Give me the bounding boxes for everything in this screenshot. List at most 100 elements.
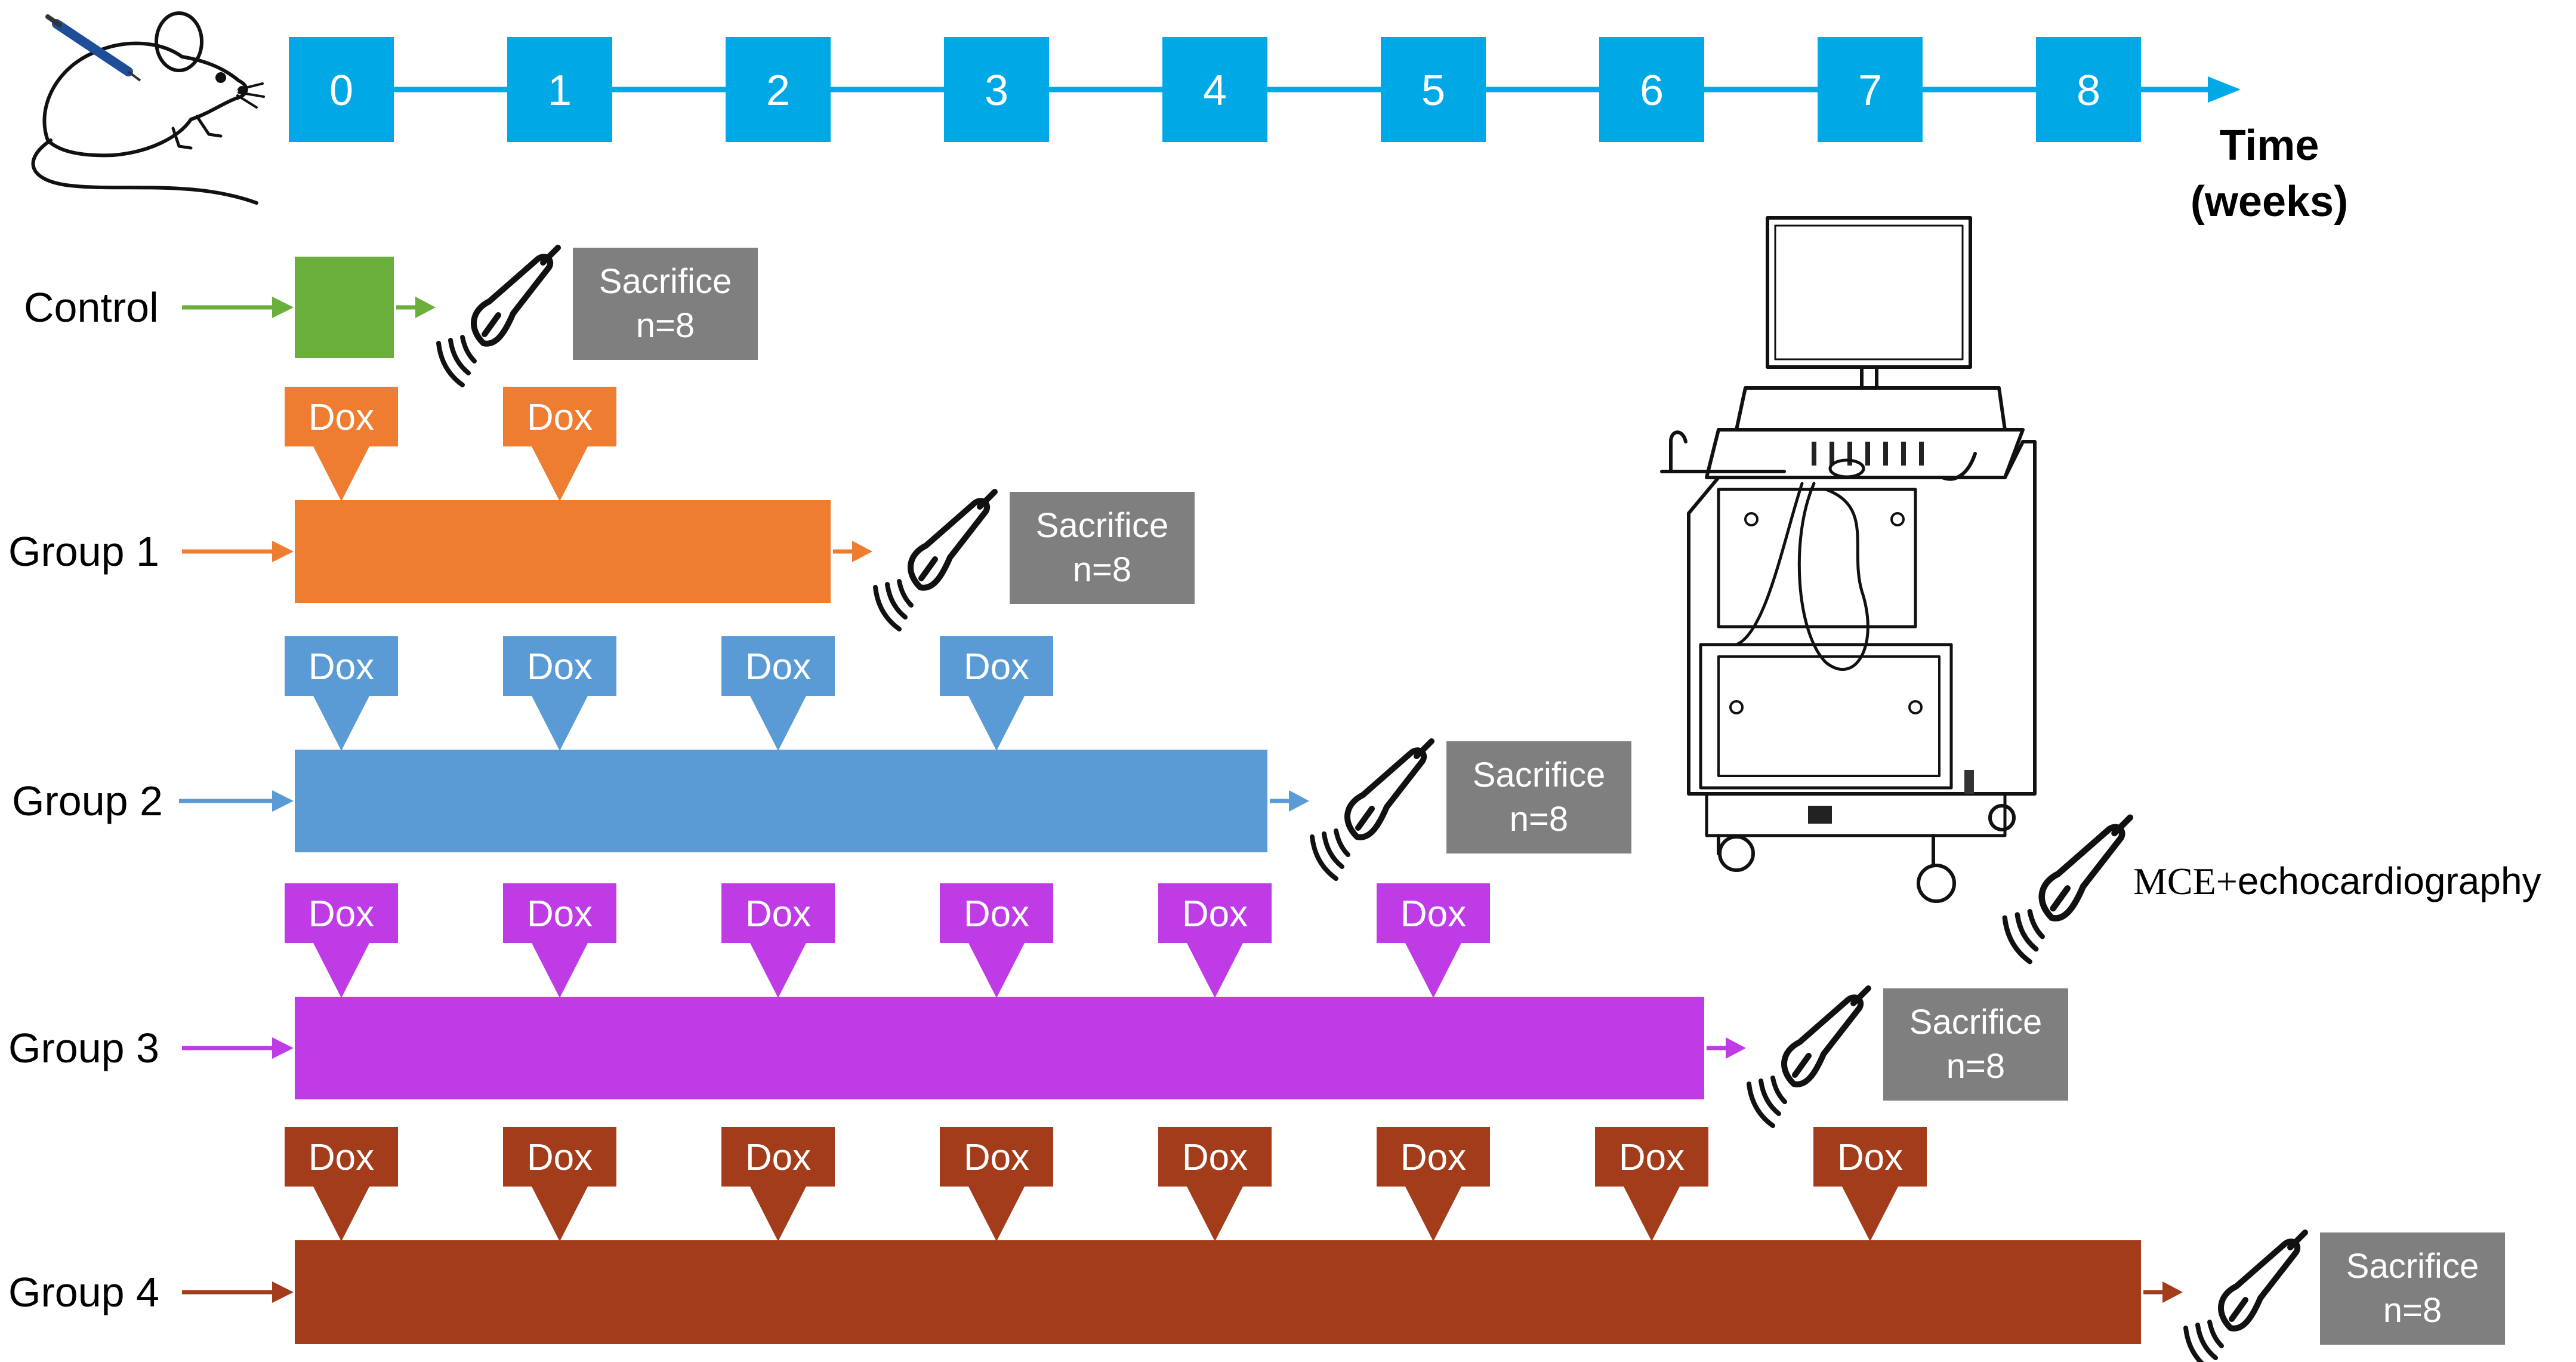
dox-marker: Dox bbox=[1377, 1127, 1490, 1241]
dox-label: Dox bbox=[964, 646, 1029, 688]
timeline-week-0: 0 bbox=[289, 37, 394, 142]
dox-label: Dox bbox=[1400, 1137, 1466, 1178]
dox-marker-pointer bbox=[313, 942, 370, 998]
group-label: Group 1 bbox=[8, 528, 159, 575]
dox-label: Dox bbox=[1182, 1137, 1248, 1178]
dox-marker: Dox bbox=[940, 636, 1053, 751]
week-box bbox=[944, 37, 1049, 142]
timeline-arrowhead bbox=[2208, 76, 2241, 103]
dox-marker-pointer bbox=[313, 1185, 370, 1241]
dox-marker: Dox bbox=[503, 883, 616, 998]
dox-marker: Dox bbox=[940, 1127, 1053, 1241]
dox-marker: Dox bbox=[503, 1127, 616, 1241]
dox-marker-pointer bbox=[531, 445, 588, 501]
treatment-bar bbox=[295, 997, 1704, 1099]
week-box bbox=[2036, 37, 2141, 142]
ultrasound-probe-icon bbox=[439, 248, 558, 385]
week-number: 2 bbox=[766, 67, 790, 115]
dox-label: Dox bbox=[308, 646, 374, 688]
dox-label: Dox bbox=[745, 646, 811, 688]
week-box bbox=[507, 37, 612, 142]
dox-marker-box bbox=[721, 636, 835, 696]
dox-label: Dox bbox=[527, 1137, 593, 1178]
dox-marker-pointer bbox=[1623, 1185, 1680, 1241]
dox-marker-box bbox=[285, 1127, 398, 1187]
treatment-bar bbox=[295, 750, 1267, 852]
dox-label: Dox bbox=[745, 1137, 811, 1178]
dox-label: Dox bbox=[308, 893, 374, 935]
dox-marker-box bbox=[503, 1127, 616, 1187]
sample-size-label: n=8 bbox=[2383, 1291, 2442, 1330]
dox-label: Dox bbox=[308, 397, 374, 438]
sacrifice-label: Sacrifice bbox=[1473, 756, 1605, 794]
sacrifice-box-bg bbox=[1010, 492, 1195, 604]
treatment-bar bbox=[295, 1240, 2141, 1344]
dox-marker: Dox bbox=[285, 636, 398, 751]
ultrasound-machine-icon bbox=[1660, 216, 2037, 903]
dox-marker-pointer bbox=[531, 695, 588, 751]
dox-label: Dox bbox=[308, 1137, 374, 1178]
mce-echocardiography-label: MCE+echocardiography bbox=[2133, 859, 2541, 902]
group-label: Control bbox=[24, 284, 159, 331]
sacrifice-label: Sacrifice bbox=[1036, 506, 1168, 545]
dox-marker: Dox bbox=[1595, 1127, 1708, 1241]
dox-label: Dox bbox=[964, 1137, 1029, 1178]
entry-arrowhead bbox=[272, 790, 294, 812]
dox-marker-pointer bbox=[968, 695, 1025, 751]
dox-marker: Dox bbox=[1377, 883, 1490, 998]
week-box bbox=[289, 37, 394, 142]
dox-marker-box bbox=[503, 883, 616, 943]
timeline-week-2: 2 bbox=[726, 37, 831, 142]
week-number: 5 bbox=[1421, 67, 1445, 115]
dox-marker-pointer bbox=[749, 695, 807, 751]
dox-marker-box bbox=[1377, 1127, 1490, 1187]
dox-marker-pointer bbox=[313, 695, 370, 751]
dox-label: Dox bbox=[527, 646, 593, 688]
dox-marker-pointer bbox=[749, 1185, 807, 1241]
sample-size-label: n=8 bbox=[1510, 800, 1568, 839]
sacrifice-box: Sacrifice n=8 bbox=[1446, 741, 1631, 853]
sacrifice-label: Sacrifice bbox=[2346, 1247, 2479, 1286]
dox-marker: Dox bbox=[721, 1127, 835, 1241]
dox-marker-box bbox=[503, 387, 616, 446]
dox-marker-box bbox=[721, 883, 835, 943]
dox-label: Dox bbox=[1182, 893, 1248, 935]
dox-label: Dox bbox=[745, 893, 811, 935]
week-number: 0 bbox=[329, 67, 353, 115]
dox-marker-pointer bbox=[968, 1185, 1025, 1241]
dox-marker-box bbox=[285, 636, 398, 696]
dox-marker-box bbox=[721, 1127, 835, 1187]
dox-marker: Dox bbox=[285, 883, 398, 998]
dox-marker-pointer bbox=[749, 942, 807, 998]
dox-label: Dox bbox=[1619, 1137, 1685, 1178]
dox-marker-pointer bbox=[1841, 1185, 1899, 1241]
week-number: 6 bbox=[1640, 67, 1664, 115]
timeline-week-8: 8 bbox=[2036, 37, 2141, 142]
dox-marker: Dox bbox=[1158, 1127, 1272, 1241]
timeline-week-1: 1 bbox=[507, 37, 612, 142]
dox-marker-pointer bbox=[1186, 1185, 1244, 1241]
timeline-week-3: 3 bbox=[944, 37, 1049, 142]
week-number: 4 bbox=[1203, 67, 1227, 115]
dox-marker-pointer bbox=[1405, 942, 1462, 998]
sacrifice-box-bg bbox=[1446, 741, 1631, 853]
timeline-week-7: 7 bbox=[1818, 37, 1923, 142]
entry-arrowhead bbox=[272, 1281, 294, 1303]
sacrifice-box-bg bbox=[573, 248, 758, 360]
dox-marker-box bbox=[503, 636, 616, 696]
dox-marker-pointer bbox=[1186, 942, 1244, 998]
week-number: 1 bbox=[548, 67, 572, 115]
timeline-week-6: 6 bbox=[1599, 37, 1704, 142]
time-axis-label: Time bbox=[2220, 122, 2319, 170]
sacrifice-box-bg bbox=[2320, 1232, 2505, 1345]
dox-marker-box bbox=[1813, 1127, 1927, 1187]
dox-marker-pointer bbox=[1405, 1185, 1462, 1241]
week-box bbox=[1162, 37, 1267, 142]
week-number: 7 bbox=[1858, 67, 1882, 115]
sacrifice-box-bg bbox=[1883, 988, 2068, 1101]
week-box bbox=[1599, 37, 1704, 142]
